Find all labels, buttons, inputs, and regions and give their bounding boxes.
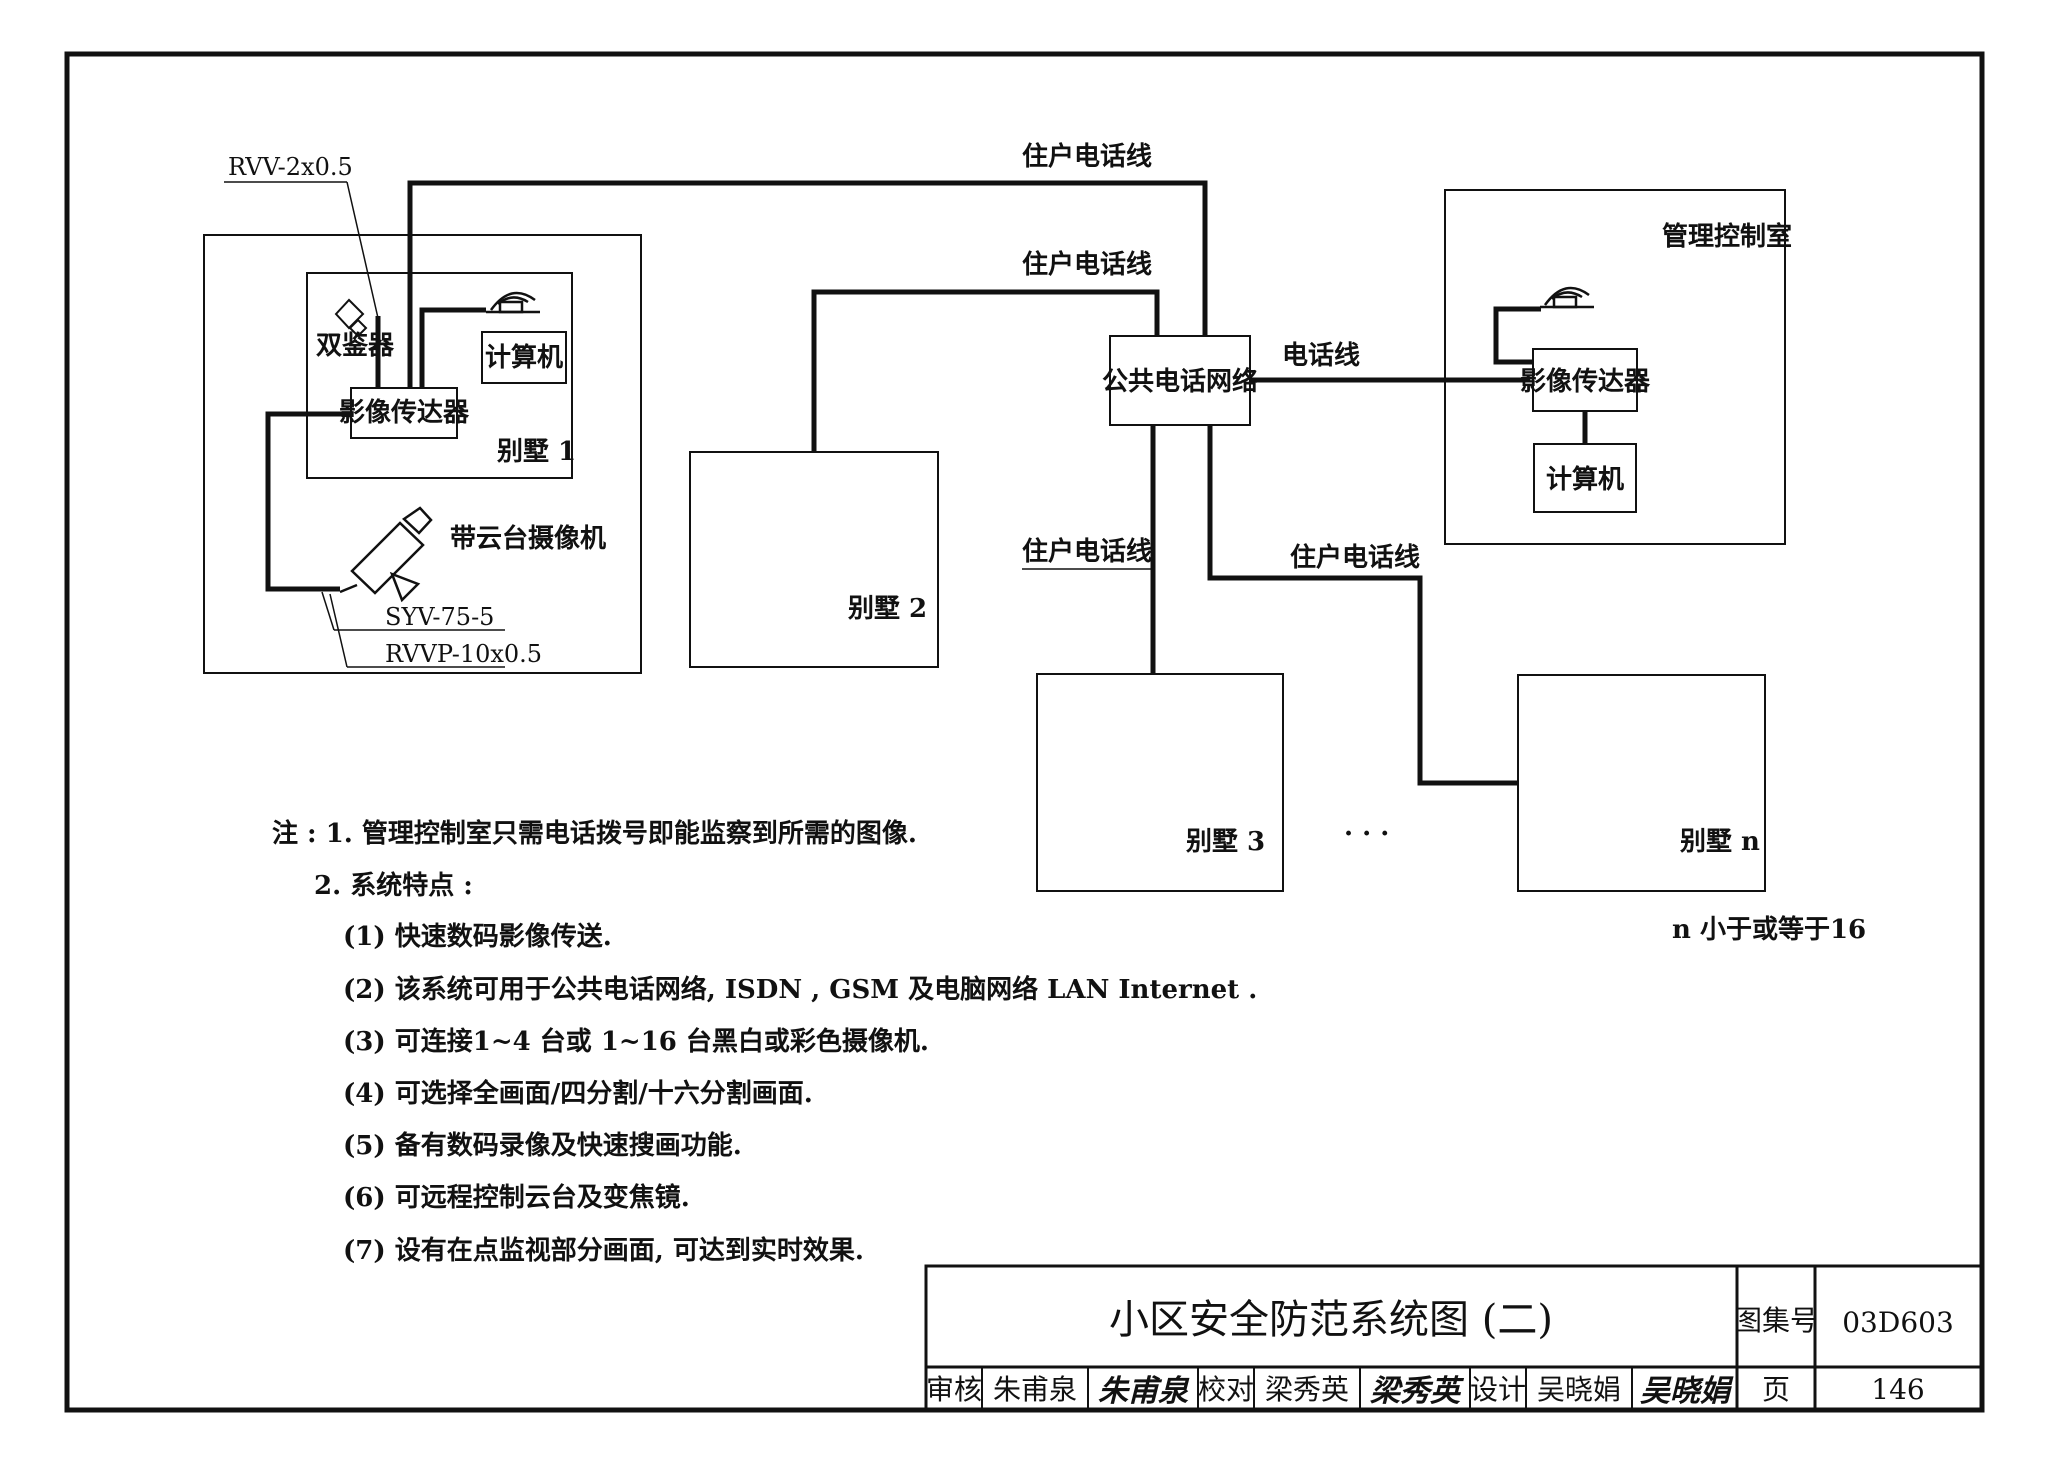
ellipsis: · · ·	[1344, 819, 1389, 849]
phone-line-2-label: 住户电话线	[1022, 249, 1152, 280]
phone-line-wiring	[407, 180, 1530, 786]
dual-detector-icon	[334, 298, 368, 338]
note-line: (4) 可选择全画面/四分割/十六分割画面.	[343, 1078, 813, 1109]
computer-box-villa-1	[481, 331, 567, 384]
note-line: (5) 备有数码录像及快速搜画功能.	[343, 1130, 742, 1161]
notes: 注 : 1. 管理控制室只需电话拨号即能监察到所需的图像. 2. 系统特点 : …	[272, 818, 1257, 1266]
cable-rvvp-label: RVVP-10x0.5	[385, 640, 542, 668]
note-line: (6) 可远程控制云台及变焦镜.	[343, 1182, 690, 1213]
villa-1-wiring	[265, 307, 486, 592]
drawing-title: 小区安全防范系统图 (二)	[1109, 1297, 1553, 1343]
telephone-icon	[1540, 286, 1594, 309]
transmitter-label-mgmt: 影像传达器	[1520, 367, 1651, 397]
check-label: 校对	[1198, 1373, 1254, 1406]
phone-line-villa-1	[407, 180, 1208, 388]
villa-1-label: 别墅 1	[496, 437, 576, 467]
detector-label: 双鉴器	[316, 331, 395, 361]
computer-label-villa-1: 计算机	[485, 342, 563, 373]
note-line: (2) 该系统可用于公共电话网络, ISDN , GSM 及电脑网络 LAN I…	[343, 974, 1257, 1005]
phone-line-n-label: 住户电话线	[1290, 542, 1420, 573]
title-block	[924, 1264, 1984, 1412]
computer-box-mgmt	[1533, 443, 1637, 513]
review-signature: 朱甫泉	[1098, 1374, 1190, 1409]
review-name: 朱甫泉	[993, 1373, 1077, 1406]
design-label: 设计	[1470, 1373, 1526, 1406]
design-name: 吴晓娟	[1537, 1373, 1621, 1406]
villa-1-inner-box	[306, 272, 573, 479]
design-signature: 吴晓娟	[1640, 1374, 1734, 1409]
cable-rvv-leader	[346, 181, 379, 319]
villa-n-box	[1517, 674, 1766, 892]
control-room-label: 管理控制室	[1662, 221, 1792, 252]
cable-syv-label: SYV-75-5	[385, 603, 494, 631]
page-label: 页	[1762, 1373, 1790, 1406]
check-name: 梁秀英	[1265, 1373, 1349, 1406]
ptz-camera-icon	[339, 506, 433, 603]
villa-2-box	[689, 451, 939, 668]
transmitter-box-mgmt	[1532, 348, 1638, 412]
cable-syv-leader	[321, 591, 335, 631]
note-line: (3) 可连接1~4 台或 1~16 台黑白或彩色摄像机.	[343, 1026, 929, 1057]
phone-line-top-label: 住户电话线	[1022, 141, 1152, 172]
villa-3-label: 别墅 3	[1185, 827, 1265, 857]
n-note: n 小于或等于16	[1672, 914, 1866, 945]
public-network-label: 公共电话网络	[1102, 366, 1258, 397]
villa-1-outer-box	[203, 234, 642, 674]
note-line: 注 : 1. 管理控制室只需电话拨号即能监察到所需的图像.	[272, 818, 917, 849]
telephone-icon	[486, 291, 540, 314]
control-room-box	[1444, 189, 1786, 545]
phone-line-3-label: 住户电话线	[1022, 536, 1152, 567]
phone-line-villa-n	[1207, 425, 1518, 786]
ptz-camera-label: 带云台摄像机	[450, 523, 606, 554]
cable-rvv-label: RVV-2x0.5	[228, 153, 353, 181]
villa-n-label: 别墅 n	[1679, 827, 1760, 857]
public-network-box	[1109, 335, 1251, 426]
cable-rvvp-leader	[329, 593, 348, 668]
atlas-number: 03D603	[1842, 1306, 1954, 1339]
review-label: 审核	[926, 1373, 982, 1406]
villa-3-box	[1036, 673, 1284, 892]
page-number: 146	[1871, 1373, 1924, 1406]
note-line: (7) 设有在点监视部分画面, 可达到实时效果.	[343, 1235, 864, 1266]
check-signature: 梁秀英	[1370, 1374, 1465, 1409]
note-line: (1) 快速数码影像传送.	[343, 922, 612, 952]
atlas-label: 图集号	[1734, 1304, 1818, 1337]
phone-line-villa-2	[811, 289, 1160, 452]
mgmt-phone-wiring	[1493, 306, 1541, 365]
villa-2-label: 别墅 2	[847, 594, 927, 624]
transmitter-box-villa-1	[350, 387, 458, 439]
phone-line-mgmt-label: 电话线	[1282, 341, 1360, 371]
note-line: 2. 系统特点 :	[314, 870, 473, 901]
computer-label-mgmt: 计算机	[1546, 464, 1624, 495]
transmitter-label-villa-1: 影像传达器	[339, 398, 470, 428]
